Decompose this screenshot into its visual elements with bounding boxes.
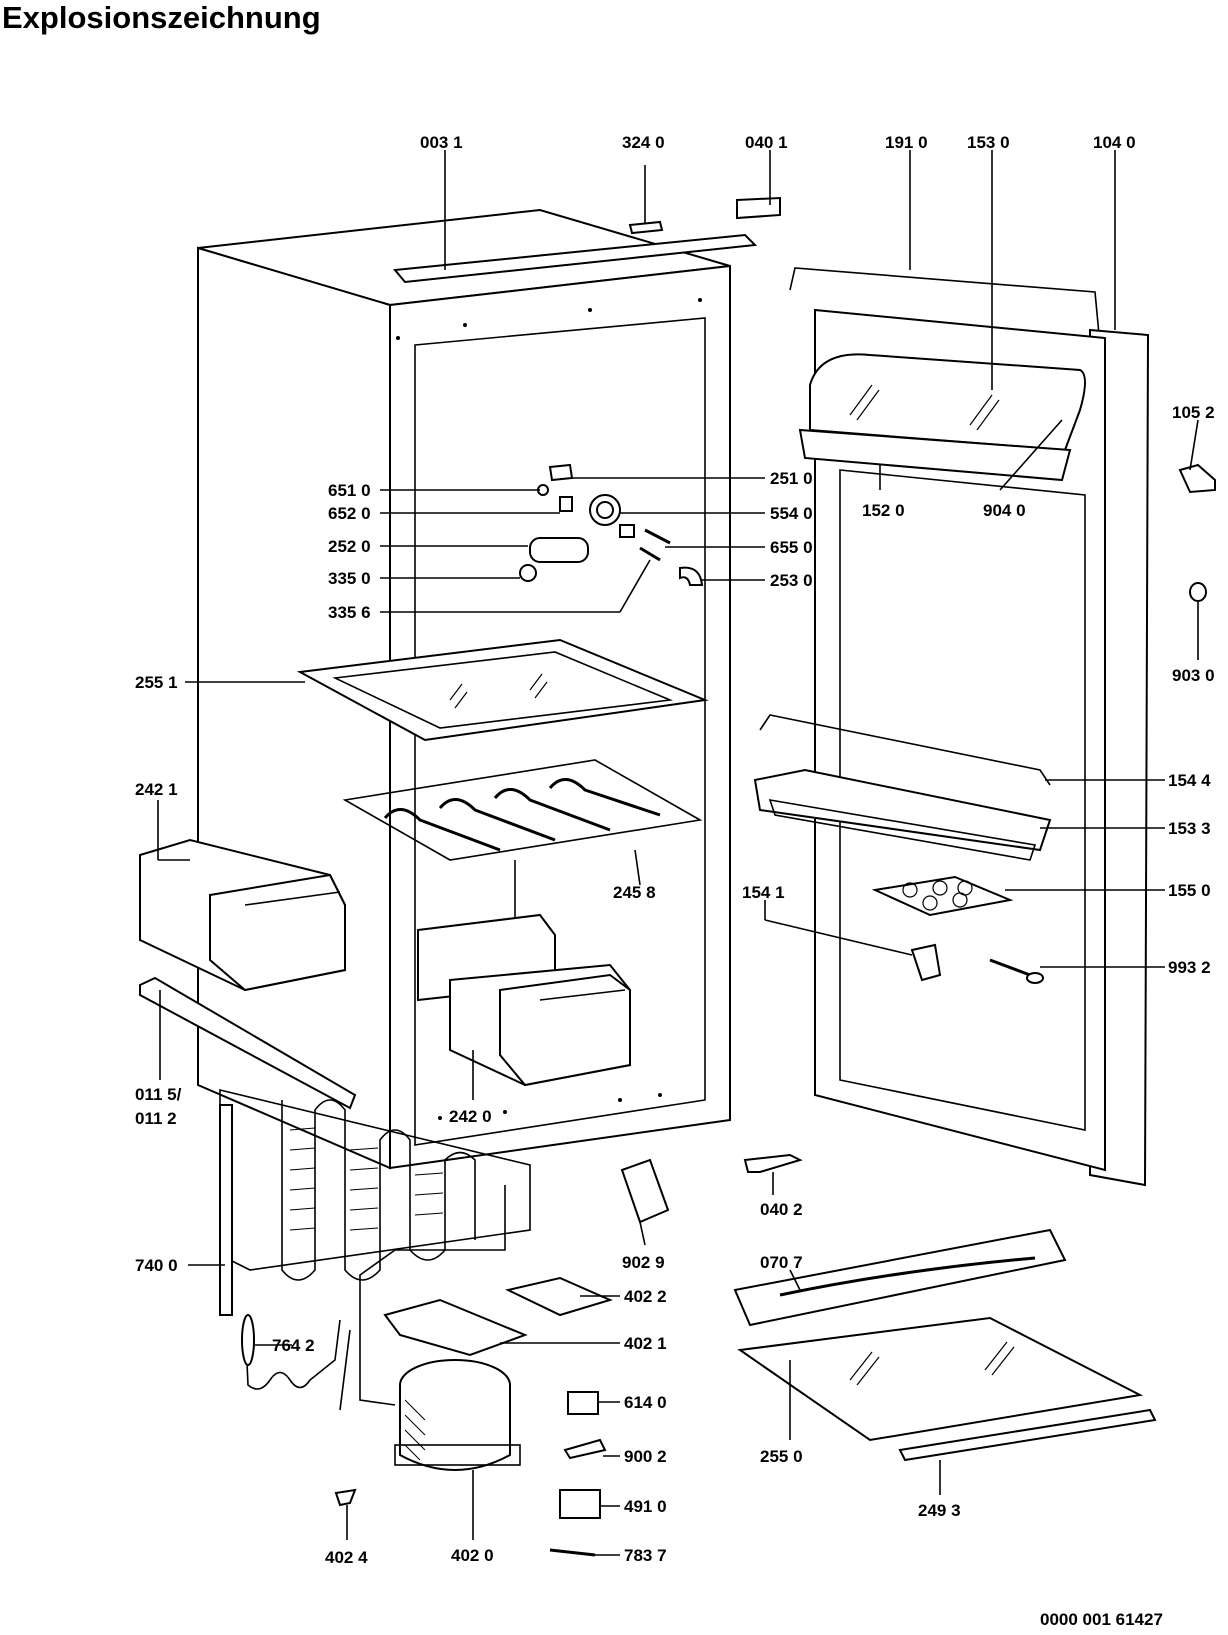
trim-strip <box>898 1408 1157 1462</box>
label-105-2: 105 2 <box>1172 403 1215 422</box>
label-070-7: 070 7 <box>760 1253 803 1272</box>
thermostat-assembly <box>519 463 704 586</box>
label-253-0: 253 0 <box>770 571 813 590</box>
label-251-0: 251 0 <box>770 469 813 488</box>
part-number-labels: 003 1 324 0 040 1 191 0 153 0 104 0 105 … <box>135 133 1215 1567</box>
mounting-holes <box>396 298 702 1120</box>
door-clip <box>910 943 942 982</box>
label-900-2: 900 2 <box>624 1447 667 1466</box>
condenser <box>219 1088 531 1316</box>
side-strip <box>219 1104 233 1316</box>
label-491-0: 491 0 <box>624 1497 667 1516</box>
label-249-3: 249 3 <box>918 1501 961 1520</box>
label-902-9: 902 9 <box>622 1253 665 1272</box>
hinge-right <box>1178 463 1216 494</box>
crisper-drawer-left <box>139 838 346 992</box>
page-title: Explosionszeichnung <box>2 0 321 35</box>
evaporator <box>342 759 703 920</box>
crisper-drawer-right <box>417 913 631 1087</box>
label-783-7: 783 7 <box>624 1546 667 1565</box>
door-stop <box>1189 582 1207 602</box>
label-011-5: 011 5/ <box>135 1085 182 1104</box>
lower-strip <box>733 1228 1067 1327</box>
part-900 <box>563 1438 607 1460</box>
label-104-0: 104 0 <box>1093 133 1136 152</box>
label-242-1: 242 1 <box>135 780 178 799</box>
door <box>743 267 1216 1187</box>
label-402-4: 402 4 <box>325 1548 368 1567</box>
top-rail <box>393 233 758 284</box>
label-335-6: 335 6 <box>328 603 371 622</box>
label-191-0: 191 0 <box>885 133 928 152</box>
label-003-1: 003 1 <box>420 133 463 152</box>
label-154-1: 154 1 <box>742 883 785 902</box>
hinge-top <box>736 196 781 220</box>
label-554-0: 554 0 <box>770 504 813 523</box>
label-764-2: 764 2 <box>272 1336 315 1355</box>
compressor-assembly <box>241 1185 613 1557</box>
label-040-1: 040 1 <box>745 133 788 152</box>
label-614-0: 614 0 <box>624 1393 667 1412</box>
label-655-0: 655 0 <box>770 538 813 557</box>
relay-614 <box>567 1391 599 1415</box>
label-903-0: 903 0 <box>1172 666 1215 685</box>
label-153-0: 153 0 <box>967 133 1010 152</box>
label-152-0: 152 0 <box>862 501 905 520</box>
clip-324 <box>628 220 664 235</box>
label-904-0: 904 0 <box>983 501 1026 520</box>
label-652-0: 652 0 <box>328 504 371 523</box>
label-993-2: 993 2 <box>1168 958 1211 977</box>
leader-lines <box>157 150 1199 1556</box>
label-242-0: 242 0 <box>449 1107 492 1126</box>
label-740-0: 740 0 <box>135 1256 178 1275</box>
label-040-2: 040 2 <box>760 1200 803 1219</box>
label-255-1: 255 1 <box>135 673 178 692</box>
label-154-4: 154 4 <box>1168 771 1211 790</box>
cover-491 <box>559 1489 601 1519</box>
label-651-0: 651 0 <box>328 481 371 500</box>
document-number: 0000 001 61427 <box>1040 1610 1163 1629</box>
egg-tray <box>871 875 1014 917</box>
label-335-0: 335 0 <box>328 569 371 588</box>
label-252-0: 252 0 <box>328 537 371 556</box>
clip-4024 <box>334 1488 357 1507</box>
label-155-0: 155 0 <box>1168 881 1211 900</box>
cover-rail <box>139 976 357 1110</box>
bracket-902 <box>620 1158 670 1224</box>
glass-shelf-upper <box>296 638 709 742</box>
label-402-2: 402 2 <box>624 1287 667 1306</box>
label-324-0: 324 0 <box>622 133 665 152</box>
glass-shelf-lower <box>737 1316 1144 1442</box>
hinge-bottom <box>743 1153 803 1173</box>
label-402-1: 402 1 <box>624 1334 667 1353</box>
label-153-3: 153 3 <box>1168 819 1211 838</box>
label-245-8: 245 8 <box>613 883 656 902</box>
label-255-0: 255 0 <box>760 1447 803 1466</box>
label-402-0: 402 0 <box>451 1546 494 1565</box>
label-011-2: 011 2 <box>135 1109 177 1128</box>
